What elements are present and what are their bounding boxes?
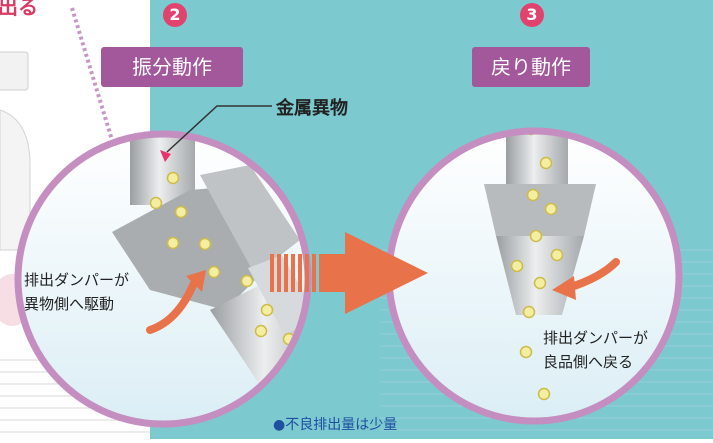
left-note-line2: 異物側へ駆動 xyxy=(24,295,115,313)
right-note-line2: 良品側へ戻る xyxy=(543,353,634,371)
bottom-note: ●不良排出量は少量 xyxy=(273,417,398,433)
step2-badge: 2 xyxy=(163,3,187,27)
left-note-line1: 排出ダンパーが xyxy=(24,271,130,289)
metal-callout-label: 金属異物 xyxy=(276,98,348,119)
curved-arrow-left-icon xyxy=(146,274,200,334)
dotted-guide xyxy=(70,7,117,151)
callout-line xyxy=(166,105,272,153)
right-note-line1: 排出ダンパーが xyxy=(543,329,649,347)
step2-label: 振分動作 xyxy=(101,47,243,87)
big-arrow-icon xyxy=(270,232,428,314)
circle-returning xyxy=(385,127,683,425)
step3-label: 戻り動作 xyxy=(472,47,590,87)
top-left-fragment: 出る xyxy=(0,0,38,19)
right-note: 排出ダンパーが 良品側へ戻る xyxy=(543,326,648,374)
step3-badge: 3 xyxy=(520,3,544,27)
damper-top xyxy=(484,184,596,236)
particles xyxy=(149,134,296,346)
left-note: 排出ダンパーが 異物側へ駆動 xyxy=(24,268,129,316)
metal-particle-icon xyxy=(160,150,171,162)
